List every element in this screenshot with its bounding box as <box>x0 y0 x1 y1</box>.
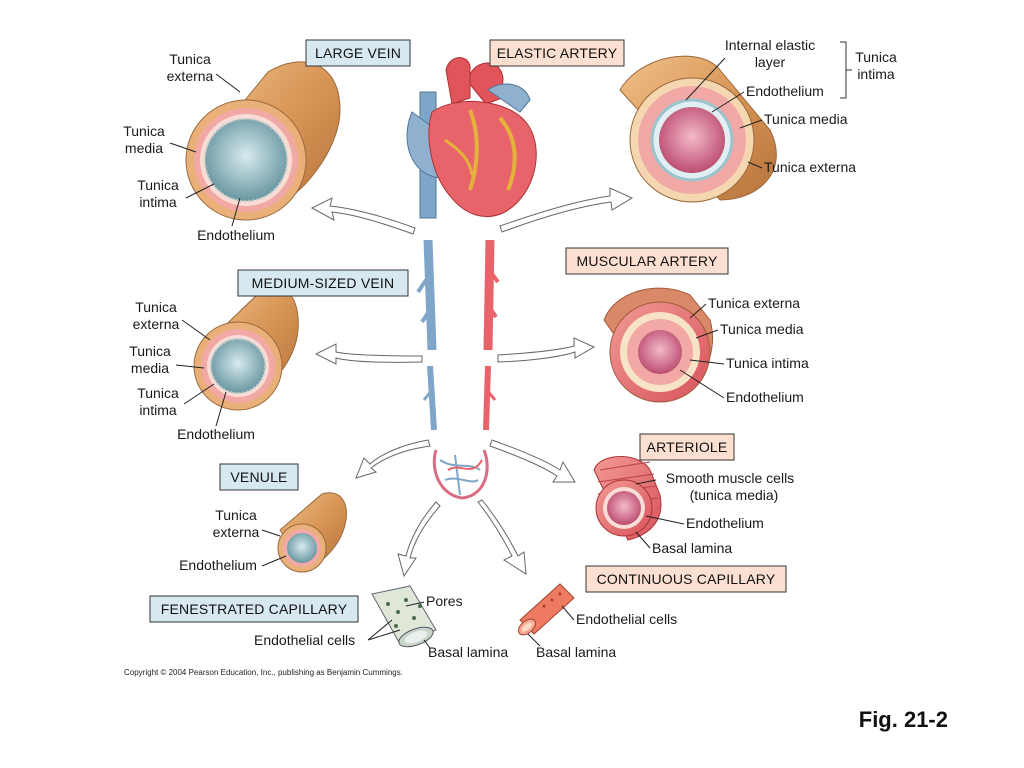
large-vein-media-label-1: Tunica <box>123 123 165 139</box>
copyright-text: Copyright © 2004 Pearson Education, Inc.… <box>124 668 403 677</box>
muscular-artery-title: MUSCULAR ARTERY <box>577 253 718 269</box>
figure-label: Fig. 21-2 <box>859 707 948 732</box>
arrow-to-muscular-artery <box>497 337 596 363</box>
continuous-capillary-title: CONTINUOUS CAPILLARY <box>597 571 776 587</box>
tunica-intima-bracket <box>840 41 852 99</box>
fenestrated-pores-label: Pores <box>426 593 463 609</box>
muscular-artery-intima-label: Tunica intima <box>726 355 809 371</box>
large-vein-intima-label-2: intima <box>139 194 177 210</box>
continuous-endothelial-cells-label: Endothelial cells <box>576 611 677 627</box>
medium-vein-title: MEDIUM-SIZED VEIN <box>252 275 395 291</box>
muscular-artery-media-label: Tunica media <box>720 321 804 337</box>
large-vein-illustration <box>185 61 341 221</box>
fenestrated-capillary-title: FENESTRATED CAPILLARY <box>161 601 348 617</box>
fenestrated-capillary-title-box: FENESTRATED CAPILLARY <box>149 595 359 623</box>
elastic-artery-externa-label: Tunica externa <box>764 159 856 175</box>
venule-title-box: VENULE <box>219 463 299 491</box>
medium-vein-media-label-1: Tunica <box>129 343 171 359</box>
medium-vein-illustration <box>193 286 299 411</box>
muscular-artery-illustration <box>603 287 714 403</box>
vessel-trunks <box>416 239 500 500</box>
medium-vein-intima-label-1: Tunica <box>137 385 179 401</box>
medium-vein-externa-label-1: Tunica <box>135 299 177 315</box>
elastic-artery-iel-label-1: Internal elastic <box>725 37 815 53</box>
continuous-capillary-title-box: CONTINUOUS CAPILLARY <box>585 565 787 593</box>
medium-vein-intima-label-2: intima <box>139 402 177 418</box>
elastic-artery-title-box: ELASTIC ARTERY <box>489 39 625 67</box>
medium-vein-externa-label-2: externa <box>133 316 180 332</box>
arteriole-illustration <box>593 456 662 541</box>
fenestrated-basal-lamina-label: Basal lamina <box>428 644 508 660</box>
elastic-artery-media-label: Tunica media <box>764 111 848 127</box>
continuous-basal-lamina-label: Basal lamina <box>536 644 616 660</box>
muscular-artery-title-box: MUSCULAR ARTERY <box>565 247 729 275</box>
large-vein-title: LARGE VEIN <box>315 45 401 61</box>
arteriole-basal-lamina-label: Basal lamina <box>652 540 732 556</box>
venule-endothelium-label: Endothelium <box>179 557 257 573</box>
venule-illustration <box>277 492 347 573</box>
arrow-to-arteriole <box>489 439 576 483</box>
medium-vein-media-label-2: media <box>131 360 169 376</box>
arrow-to-medium-vein <box>314 343 423 365</box>
heart-illustration <box>406 57 537 219</box>
fenestrated-capillary-illustration <box>371 585 437 648</box>
large-vein-externa-label-2: externa <box>167 68 214 84</box>
large-vein-endothelium-label: Endothelium <box>197 227 275 243</box>
large-vein-media-label-2: media <box>125 140 163 156</box>
continuous-capillary-illustration <box>517 583 575 636</box>
arrow-to-large-vein <box>310 197 416 235</box>
arrows <box>310 187 634 578</box>
large-vein-title-box: LARGE VEIN <box>305 39 411 67</box>
elastic-artery-intima-label-1: Tunica <box>855 49 897 65</box>
arteriole-endothelium-label: Endothelium <box>686 515 764 531</box>
arrow-to-elastic-artery <box>499 187 634 233</box>
large-vein-intima-label-1: Tunica <box>137 177 179 193</box>
elastic-artery-intima-label-2: intima <box>857 66 895 82</box>
elastic-artery-endothelium-label: Endothelium <box>746 83 824 99</box>
arrow-to-venule <box>355 439 431 479</box>
venule-externa-label-2: externa <box>213 524 260 540</box>
arteriole-muscle-label-1: Smooth muscle cells <box>666 470 794 486</box>
muscular-artery-externa-label: Tunica externa <box>708 295 800 311</box>
muscular-artery-endothelium-label: Endothelium <box>726 389 804 405</box>
elastic-artery-title: ELASTIC ARTERY <box>497 45 618 61</box>
elastic-artery-iel-label-2: layer <box>755 54 786 70</box>
arrow-to-continuous-capillary <box>477 499 527 575</box>
fenestrated-endothelial-cells-label: Endothelial cells <box>254 632 355 648</box>
arrow-to-fenestrated-capillary <box>397 501 441 578</box>
arteriole-title: ARTERIOLE <box>647 439 728 455</box>
large-vein-externa-label-1: Tunica <box>169 51 211 67</box>
medium-vein-endothelium-label: Endothelium <box>177 426 255 442</box>
arteriole-muscle-label-2: (tunica media) <box>690 487 779 503</box>
medium-vein-title-box: MEDIUM-SIZED VEIN <box>237 269 409 297</box>
venule-title: VENULE <box>230 469 287 485</box>
elastic-artery-illustration <box>619 55 777 203</box>
venule-externa-label-1: Tunica <box>215 507 257 523</box>
arteriole-title-box: ARTERIOLE <box>639 433 735 461</box>
